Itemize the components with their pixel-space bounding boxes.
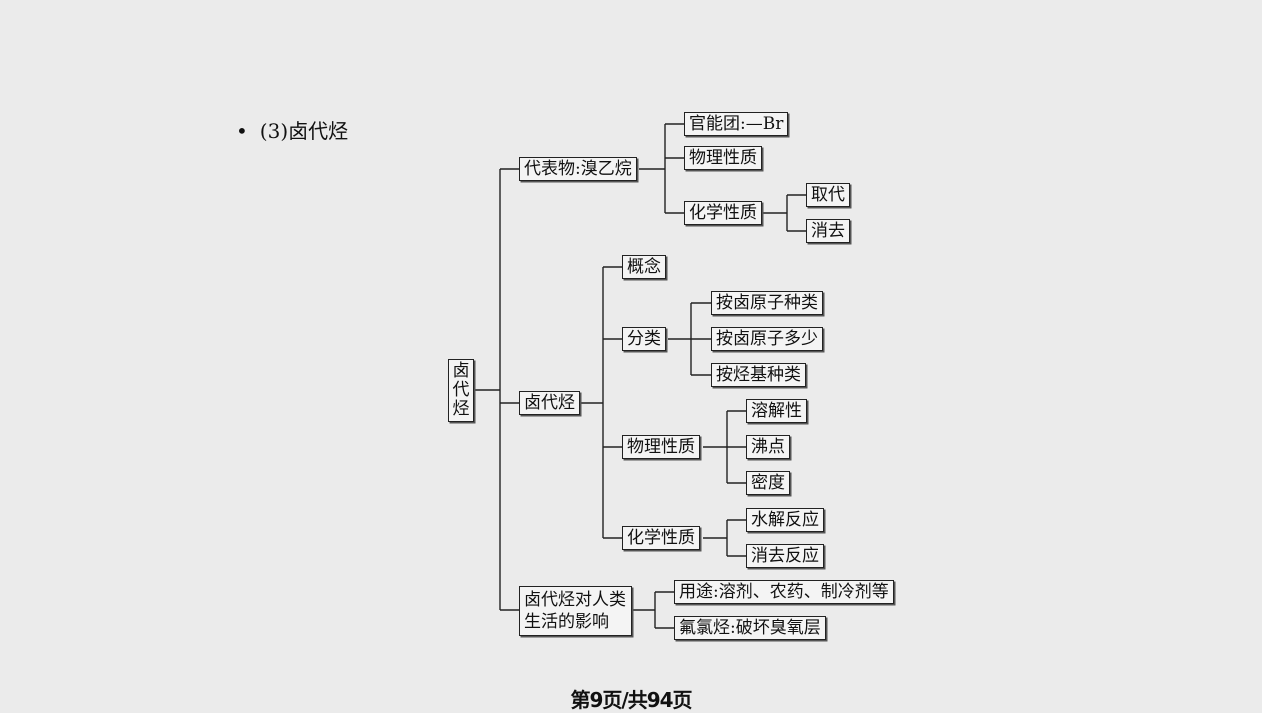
- node-chemical-props-1: 化学性质: [684, 201, 762, 225]
- node-by-halogen-type: 按卤原子种类: [711, 291, 823, 315]
- node-boiling-point: 沸点: [746, 435, 790, 459]
- node-physical-props-1: 物理性质: [684, 146, 762, 170]
- node-functional-group: 官能团:—Br: [684, 112, 789, 136]
- node-haloalkane: 卤代烃: [519, 391, 580, 415]
- node-freon: 氟氯烃:破坏臭氧层: [674, 616, 826, 640]
- node-impact: 卤代烃对人类 生活的影响: [519, 586, 632, 636]
- node-elimination: 消去: [806, 219, 850, 243]
- node-representative: 代表物:溴乙烷: [519, 157, 637, 181]
- page-footer: 第9页/共94页: [570, 688, 692, 712]
- bullet-dot: •: [236, 119, 248, 143]
- node-elimination-reaction: 消去反应: [746, 544, 824, 568]
- heading-text: (3)卤代烃: [259, 119, 349, 143]
- node-hydrolysis: 水解反应: [746, 508, 824, 532]
- node-by-halogen-count: 按卤原子多少: [711, 327, 823, 351]
- node-solubility: 溶解性: [746, 399, 807, 423]
- node-classification: 分类: [622, 327, 666, 351]
- bullet-heading: • (3)卤代烃: [236, 118, 348, 144]
- node-substitution: 取代: [806, 183, 850, 207]
- node-concept: 概念: [622, 255, 666, 279]
- node-by-hydrocarbyl-type: 按烃基种类: [711, 363, 806, 387]
- node-physical-props-2: 物理性质: [622, 435, 700, 459]
- node-density: 密度: [746, 471, 790, 495]
- node-root: 卤 代 烃: [448, 359, 474, 422]
- node-chemical-props-2: 化学性质: [622, 526, 700, 550]
- node-uses: 用途:溶剂、农药、制冷剂等: [674, 580, 894, 604]
